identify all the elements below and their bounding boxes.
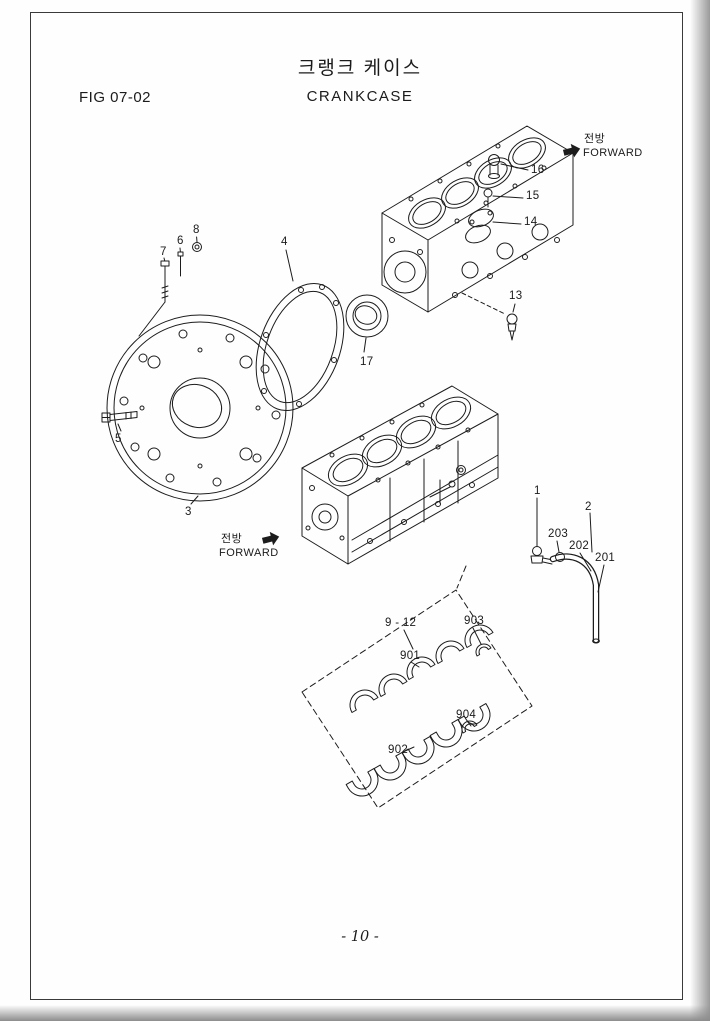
bolt-part-15 (483, 188, 493, 208)
part-label-14: 14 (524, 216, 538, 228)
part-label-4: 4 (281, 236, 288, 248)
leader-3 (190, 495, 199, 505)
part-label-16: 16 (531, 164, 545, 176)
part-label-901: 901 (400, 650, 421, 662)
part-label-902: 902 (388, 744, 409, 756)
part-label-203: 203 (548, 528, 569, 540)
part-label-6: 6 (177, 235, 184, 247)
leader-17 (363, 337, 367, 353)
thrust-washer-903 (475, 643, 492, 657)
leader-7 (163, 257, 166, 262)
bolt-part-5 (101, 411, 138, 423)
leader-16 (500, 163, 529, 171)
part-label-15: 15 (526, 190, 540, 202)
figure-number-label: FIG 07-02 (79, 89, 152, 106)
leader-bolts-to-housing (138, 301, 166, 337)
part-label-1: 1 (534, 485, 541, 497)
seal-part-17 (345, 294, 389, 338)
part-label-904: 904 (456, 709, 477, 721)
page-title-english: CRANKCASE (306, 88, 414, 105)
leader-9-12 (403, 629, 414, 650)
cover-part-14 (465, 208, 494, 244)
fitting-part-1 (530, 546, 554, 565)
part-label-9-12: 9 - 12 (385, 617, 417, 629)
forward-arrow-mid-icon (261, 531, 280, 546)
flywheel-housing-part-3 (106, 314, 294, 502)
nut-part-8 (192, 242, 202, 252)
leader-5 (117, 423, 122, 432)
leader-904 (466, 720, 472, 727)
part-label-7: 7 (160, 246, 167, 258)
cylinder-block-lower (301, 385, 499, 565)
leader-201 (597, 564, 605, 593)
leader-202 (579, 552, 592, 572)
thrust-washer-904 (461, 720, 478, 734)
leader-903 (472, 627, 482, 645)
direction-top-english: FORWARD (583, 147, 643, 159)
bearing-set-boundary (301, 565, 533, 809)
breather-part-16 (488, 154, 500, 179)
leader-203 (556, 540, 560, 553)
cylinder-block-upper (381, 125, 574, 313)
leader-lines (117, 163, 605, 753)
gasket-part-4 (255, 282, 345, 412)
leader-901 (410, 661, 420, 668)
main-bearing-caps (345, 703, 491, 797)
forward-arrow-top-icon (562, 143, 581, 158)
hose-part-2 (549, 553, 600, 644)
clamp-part-203 (555, 552, 565, 562)
scan-edge-bottom (0, 1005, 710, 1021)
leader-13 (512, 303, 516, 313)
bolt-part-7 (160, 260, 170, 303)
page-title-korean: 크랭크 케이스 (297, 58, 423, 79)
page-border (30, 12, 683, 1000)
part-label-3: 3 (185, 506, 192, 518)
direction-mid-korean: 전방 (221, 533, 243, 545)
main-bearing-upper-shells (349, 624, 494, 713)
page-number: - 10 - (341, 929, 379, 945)
leader-14 (492, 221, 522, 225)
part-label-17: 17 (360, 356, 374, 368)
part-label-8: 8 (193, 224, 200, 236)
part-label-5: 5 (115, 433, 122, 445)
plug-part-13 (506, 313, 518, 341)
leader-15 (492, 195, 524, 199)
part-label-2: 2 (585, 501, 592, 513)
part-label-903: 903 (464, 615, 485, 627)
direction-mid-english: FORWARD (219, 547, 279, 559)
leader-902 (402, 746, 415, 753)
leader-2 (589, 512, 593, 553)
leader-4 (285, 249, 294, 282)
stud-part-6 (177, 251, 184, 277)
direction-top-korean: 전방 (584, 133, 606, 145)
scan-edge-right (690, 0, 710, 1021)
part-label-201: 201 (595, 552, 616, 564)
leader-13-dashed (461, 292, 506, 315)
part-label-13: 13 (509, 290, 523, 302)
part-label-202: 202 (569, 540, 590, 552)
